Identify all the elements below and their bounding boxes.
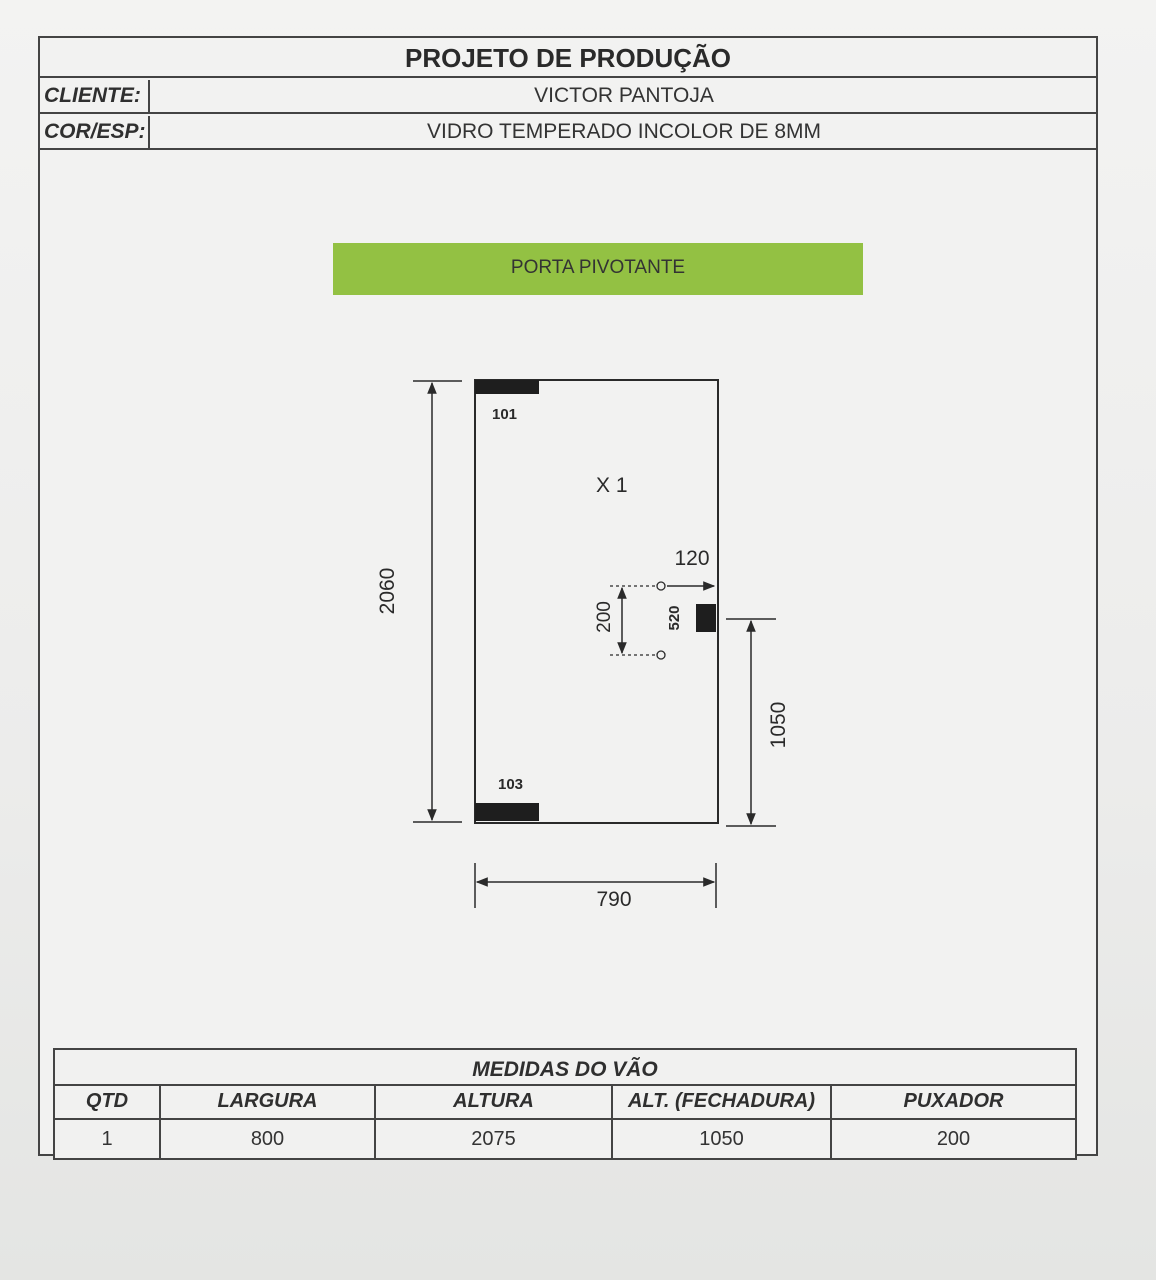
width-dimension (474, 863, 717, 908)
lock-code-label: 520 (666, 605, 683, 630)
client-label: CLIENTE: (40, 80, 150, 112)
quantity-mark: X 1 (596, 474, 628, 497)
spec-header: ALTURA (376, 1086, 611, 1120)
spec-value: 2075 (471, 1128, 516, 1150)
spec-value: 1 (101, 1128, 113, 1150)
handle-spacing-dimension (610, 585, 655, 656)
spec-header: QTD (55, 1086, 159, 1120)
opening-measures-title: MEDIDAS DO VÃO (55, 1050, 1075, 1086)
sheet-title: PROJETO DE PRODUÇÃO (40, 38, 1096, 78)
spec-value: 800 (250, 1128, 285, 1150)
spec-header: PUXADOR (832, 1086, 1075, 1120)
hinge-top-code: 101 (492, 406, 517, 423)
material-label: COR/ESP: (40, 116, 150, 148)
production-sheet: PROJETO DE PRODUÇÃO CLIENTE: VICTOR PANT… (38, 36, 1098, 1156)
spec-column-qtd: QTD 1 (55, 1086, 161, 1158)
piece-type-label: PORTA PIVOTANTE (333, 243, 863, 295)
spec-header: ALT. (FECHADURA) (613, 1086, 830, 1120)
material-row: COR/ESP: VIDRO TEMPERADO INCOLOR DE 8MM (40, 116, 1096, 150)
door-panel-outline (474, 379, 719, 824)
opening-measures-grid: QTD 1 LARGURA 800 ALTURA 2075 ALT. (FECH… (55, 1086, 1075, 1158)
hinge-bottom-block (475, 803, 539, 821)
spec-column-largura: LARGURA 800 (161, 1086, 376, 1158)
spec-value: 1050 (699, 1128, 744, 1150)
hinge-bottom-code: 103 (498, 776, 523, 793)
handle-hole-top-icon (656, 581, 666, 591)
spec-column-alt-fechadura: ALT. (FECHADURA) 1050 (613, 1086, 832, 1158)
opening-measures-table: MEDIDAS DO VÃO QTD 1 LARGURA 800 ALTURA … (53, 1048, 1077, 1160)
lock-height-dimension (726, 618, 776, 827)
hinge-top-block (475, 380, 539, 394)
height-dimension (413, 380, 462, 823)
material-value: VIDRO TEMPERADO INCOLOR DE 8MM (427, 120, 821, 143)
handle-spacing-label: 200 (594, 601, 615, 633)
height-dimension-label: 2060 (376, 568, 399, 615)
lock-block (696, 604, 716, 632)
client-value: VICTOR PANTOJA (534, 84, 714, 107)
spec-column-altura: ALTURA 2075 (376, 1086, 613, 1158)
handle-hole-bottom-icon (656, 650, 666, 660)
spec-column-puxador: PUXADOR 200 (832, 1086, 1075, 1158)
client-row: CLIENTE: VICTOR PANTOJA (40, 80, 1096, 114)
lock-height-dimension-label: 1050 (767, 702, 790, 749)
spec-value: 200 (936, 1128, 971, 1150)
spec-header: LARGURA (161, 1086, 374, 1120)
width-dimension-label: 790 (596, 888, 631, 911)
handle-offset-label: 120 (674, 547, 709, 570)
